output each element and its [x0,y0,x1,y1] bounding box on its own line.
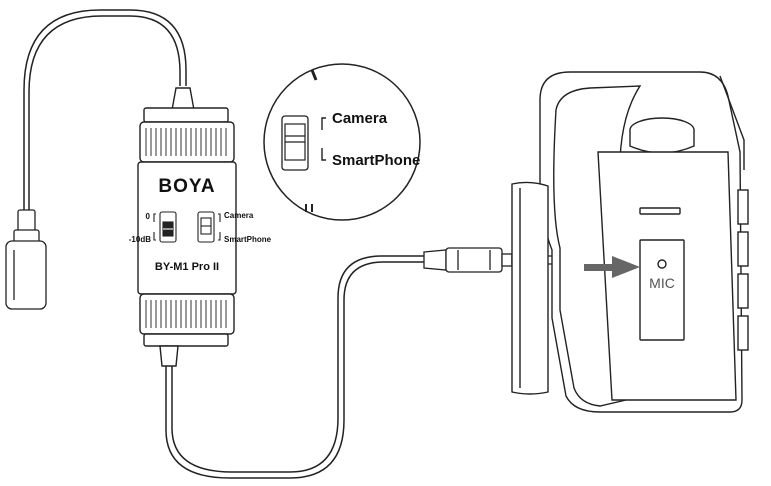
zoom-inset [263,63,421,221]
output-cable [165,255,424,479]
bottom-knurl [145,300,227,328]
lavalier-mic [5,209,47,310]
gain-label-0: 0 [146,212,151,221]
gain-label-minus10: -10dB [129,235,151,244]
camera-body [511,71,749,413]
top-knurl [145,128,227,156]
zoom-label-camera: Camera [332,110,388,127]
lav-cable [23,9,187,212]
zoom-label-smartphone: SmartPhone [332,152,420,169]
insert-arrow [584,256,640,278]
brand-label: BOYA [158,176,215,197]
mode-label-smartphone: SmartPhone [224,235,272,244]
model-label: BY-M1 Pro II [155,261,219,273]
adapter-body [137,87,237,367]
mode-label-camera: Camera [224,211,254,220]
mode-switch [197,211,221,243]
mic-port-label: MIC [649,275,675,291]
gain-switch [153,211,177,243]
